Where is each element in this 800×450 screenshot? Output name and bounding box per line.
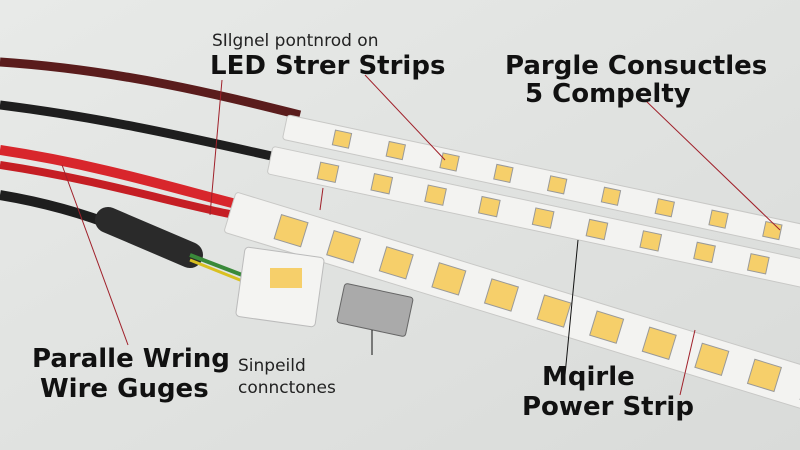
yellow-lead: [189, 258, 251, 286]
led-chip: [477, 195, 501, 218]
label-right-1: Pargle Consuctles: [505, 51, 768, 81]
led-chip: [439, 152, 460, 172]
led-chip: [431, 262, 467, 296]
led-chip: [370, 173, 394, 195]
led-chip: [493, 163, 514, 184]
green-lead: [189, 253, 251, 280]
led-chip: [331, 129, 353, 149]
led-chip: [546, 175, 568, 195]
wires: [0, 57, 302, 286]
led-strip: [282, 114, 800, 269]
brown-wire: [0, 57, 302, 120]
led-chip: [536, 294, 572, 328]
led-chip: [326, 230, 362, 264]
connector-boot: [95, 207, 203, 268]
led-chip: [708, 209, 729, 229]
led-chip: [693, 241, 716, 264]
led-chip: [273, 213, 309, 248]
led-chip: [654, 198, 675, 218]
led-chip: [746, 253, 770, 275]
label-center-2: conncto​nes: [238, 378, 336, 398]
red-wire-2: [0, 161, 236, 219]
label-left-2: Wire Guges: [40, 374, 209, 404]
label-center-1: Sinpeild: [238, 356, 306, 376]
label-left-1: Paralle Wring: [32, 344, 230, 374]
led-chip: [694, 342, 730, 377]
led-chip: [641, 326, 677, 360]
led-chip: [424, 184, 447, 206]
leader-lines-black: [371, 239, 579, 376]
black-wire: [0, 100, 291, 165]
led-chip: [531, 207, 555, 229]
label-bottom-right-2: Power Strip: [522, 392, 694, 422]
leader-lines: [61, 74, 781, 396]
led-chip: [589, 310, 625, 344]
red-wire: [0, 145, 242, 210]
led-chip: [746, 358, 783, 393]
led-chip: [385, 140, 406, 161]
label-bottom-right-1: Mqirle: [542, 362, 635, 392]
led-chip: [639, 230, 663, 252]
connector-block: [235, 246, 414, 337]
led-strip: [224, 192, 800, 414]
led-strips: [224, 114, 800, 414]
led-chip: [600, 186, 622, 206]
led-chip: [483, 278, 520, 312]
led-chip: [378, 246, 414, 280]
label-top-small: SIlgnel pontnrod on: [212, 31, 379, 51]
led-chip: [762, 220, 783, 241]
led-strip: [267, 146, 800, 303]
led-chip: [316, 161, 340, 184]
label-right-2: 5 Compelty: [525, 79, 691, 109]
led-chip: [585, 218, 609, 241]
label-top-big: LED Strer Strips: [210, 51, 446, 81]
